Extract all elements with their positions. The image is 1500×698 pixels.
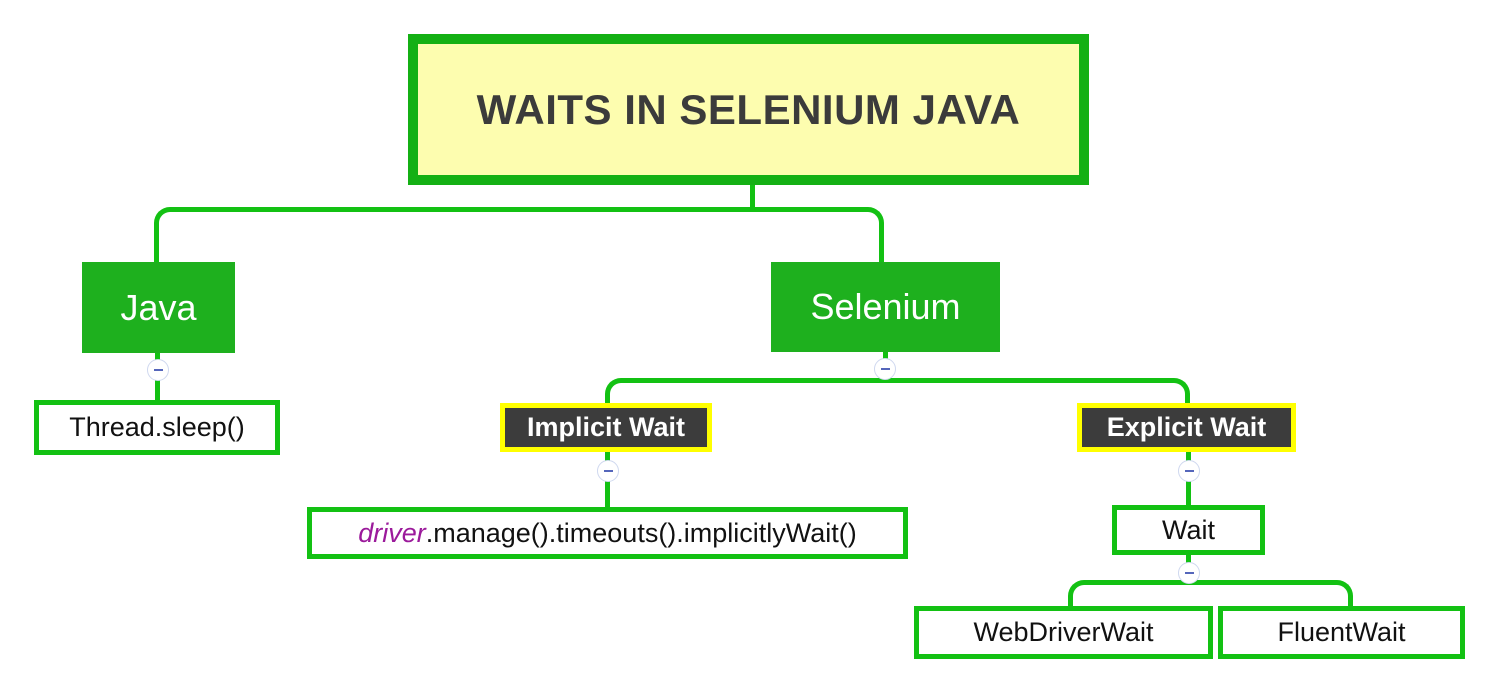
node-thread-sleep[interactable]: Thread.sleep() bbox=[34, 400, 280, 455]
edge-root-drop bbox=[750, 180, 755, 212]
collapse-toggle-implicit-wait[interactable] bbox=[597, 460, 619, 482]
node-implicit-wait-label: Implicit Wait bbox=[526, 412, 685, 442]
node-java[interactable]: Java bbox=[82, 262, 235, 353]
node-webdriverwait[interactable]: WebDriverWait bbox=[914, 606, 1213, 659]
node-explicit-wait[interactable]: Explicit Wait bbox=[1077, 403, 1296, 452]
node-thread-sleep-label: Thread.sleep() bbox=[69, 412, 245, 442]
node-webdriverwait-label: WebDriverWait bbox=[973, 617, 1154, 647]
collapse-toggle-wait[interactable] bbox=[1178, 562, 1200, 584]
node-wait[interactable]: Wait bbox=[1112, 505, 1265, 555]
node-explicit-wait-label: Explicit Wait bbox=[1106, 412, 1267, 442]
collapse-toggle-explicit-wait[interactable] bbox=[1178, 460, 1200, 482]
edge-bus-root bbox=[154, 207, 884, 269]
node-selenium[interactable]: Selenium bbox=[771, 262, 1000, 352]
minus-icon bbox=[603, 470, 613, 472]
collapse-toggle-java[interactable] bbox=[147, 359, 169, 381]
code-method-chain: .manage().timeouts().implicitlyWait() bbox=[425, 517, 857, 548]
node-wait-label: Wait bbox=[1162, 514, 1215, 545]
collapse-toggle-selenium[interactable] bbox=[874, 358, 896, 380]
edge-bus-wait bbox=[1068, 580, 1353, 610]
root-node-waits-in-selenium-java[interactable]: WAITS IN SELENIUM JAVA bbox=[408, 34, 1089, 185]
edge-bus-selenium bbox=[605, 378, 1190, 410]
node-fluentwait[interactable]: FluentWait bbox=[1218, 606, 1465, 659]
node-java-label: Java bbox=[120, 286, 197, 328]
root-node-label: WAITS IN SELENIUM JAVA bbox=[476, 85, 1021, 133]
minus-icon bbox=[1184, 572, 1194, 574]
minus-icon bbox=[153, 369, 163, 371]
node-implicitly-wait-code[interactable]: driver.manage().timeouts().implicitlyWai… bbox=[307, 507, 908, 559]
node-fluentwait-label: FluentWait bbox=[1277, 617, 1406, 647]
node-implicitly-wait-code-label: driver.manage().timeouts().implicitlyWai… bbox=[358, 518, 857, 549]
node-implicit-wait[interactable]: Implicit Wait bbox=[500, 403, 712, 452]
node-selenium-label: Selenium bbox=[810, 286, 961, 327]
minus-icon bbox=[1184, 470, 1194, 472]
minus-icon bbox=[880, 368, 890, 370]
code-variable-driver: driver bbox=[358, 517, 426, 548]
